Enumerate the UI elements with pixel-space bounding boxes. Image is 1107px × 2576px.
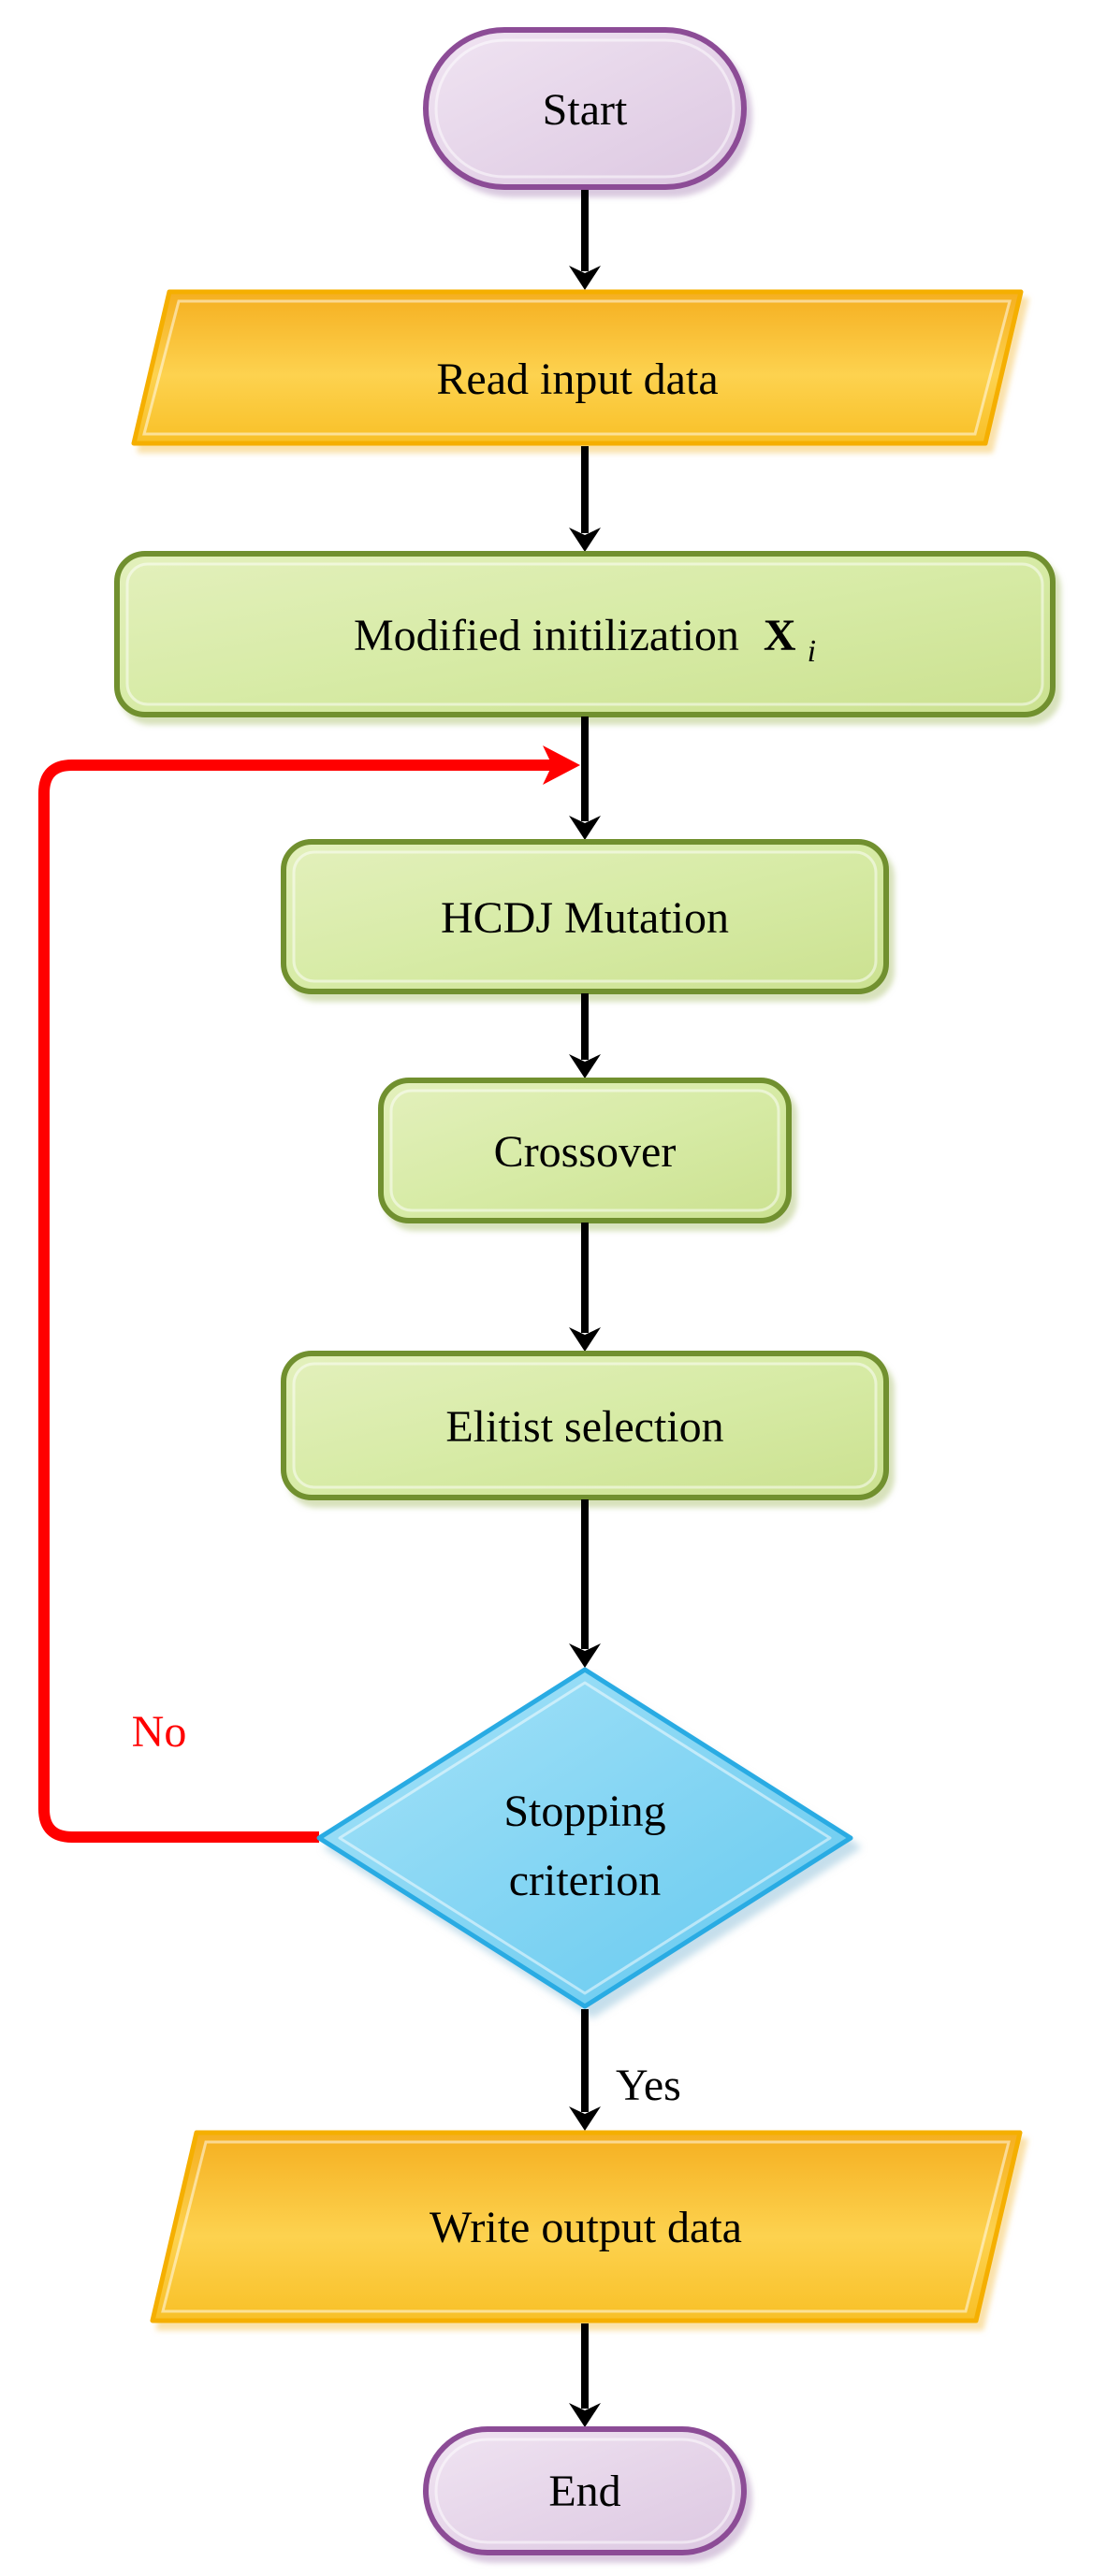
mutation-shape [281, 839, 889, 994]
arrowhead-icon [569, 2403, 601, 2427]
no-loop-arrow: No [38, 745, 580, 1843]
decision-label-line1: Stopping [503, 1787, 665, 1836]
start-shape [423, 27, 747, 190]
init-variable-subscript: i [808, 634, 816, 669]
start-label: Start [543, 85, 628, 135]
start-node: Start [423, 27, 747, 190]
write-output-shape [150, 2130, 1023, 2323]
arrowhead-icon [569, 1327, 601, 1352]
end-node: End [423, 2426, 747, 2555]
yes-edge-label: Yes [616, 2061, 681, 2110]
arrow-read-input-to-init [569, 446, 601, 552]
start-shape-highlight [434, 38, 736, 179]
no-edge-label: No [132, 1707, 187, 1757]
arrow-write-output-to-end [569, 2323, 601, 2427]
end-shape [423, 2426, 747, 2555]
read-input-shape-highlight [142, 299, 1012, 436]
init-variable: X [764, 611, 796, 660]
selection-shape [281, 1351, 889, 1500]
init-label-text: Modified initilization [354, 611, 739, 660]
arrow-init-to-mutation [569, 716, 601, 840]
init-shape-highlight [125, 562, 1044, 706]
arrow-decision-to-write-output: Yes [569, 2009, 681, 2131]
selection-label: Elitist selection [445, 1402, 723, 1452]
arrowhead-icon [569, 2106, 601, 2131]
no-loop-path [38, 760, 560, 1843]
init-node: Modified initilization X i [114, 551, 1056, 717]
arrow-start-to-read-input [569, 190, 601, 290]
crossover-shape [378, 1078, 792, 1223]
end-shape-highlight [434, 2438, 736, 2544]
decision-shape [316, 1667, 853, 2009]
read-input-label: Read input data [436, 355, 718, 404]
crossover-node: Crossover [378, 1078, 792, 1223]
arrowhead-icon [569, 266, 601, 290]
arrowhead-icon [569, 528, 601, 552]
mutation-label: HCDJ Mutation [441, 893, 729, 943]
write-output-node: Write output data [150, 2130, 1023, 2323]
loop-arrowhead-icon [543, 745, 580, 785]
init-label: Modified initilization X i [354, 611, 816, 669]
write-output-label: Write output data [430, 2203, 742, 2252]
arrow-mutation-to-crossover [569, 993, 601, 1078]
selection-node: Elitist selection [281, 1351, 889, 1500]
mutation-shape-highlight [292, 850, 878, 983]
arrow-crossover-to-selection [569, 1223, 601, 1352]
crossover-shape-highlight [389, 1089, 780, 1212]
decision-label-line2: criterion [509, 1856, 662, 1905]
write-output-shape-highlight [161, 2140, 1011, 2313]
decision-node: Stopping criterion [316, 1667, 853, 2009]
crossover-label: Crossover [494, 1127, 677, 1177]
arrowhead-icon [569, 1643, 601, 1668]
arrowhead-icon [569, 816, 601, 840]
arrowhead-icon [569, 1054, 601, 1078]
mutation-node: HCDJ Mutation [281, 839, 889, 994]
selection-shape-highlight [292, 1362, 878, 1489]
decision-shape-highlight [338, 1681, 832, 1995]
read-input-shape [131, 289, 1024, 446]
arrow-selection-to-decision [569, 1499, 601, 1668]
read-input-node: Read input data [131, 289, 1024, 446]
end-label: End [548, 2467, 620, 2516]
init-shape [114, 551, 1056, 717]
